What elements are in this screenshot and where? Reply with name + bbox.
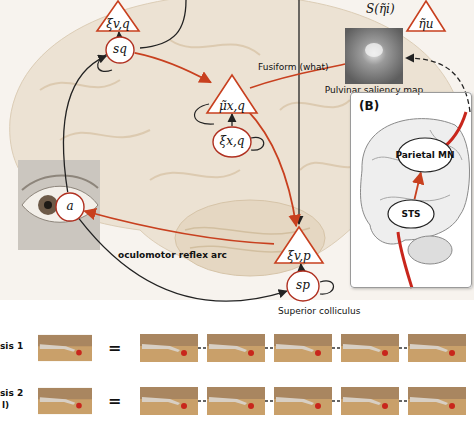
connector bbox=[231, 114, 232, 126]
expectation-triangle: μ̃x,q bbox=[206, 74, 258, 114]
node-text: ξv,p bbox=[287, 249, 310, 263]
edge-label: oculomotor reflex arc bbox=[118, 250, 227, 260]
tri-path bbox=[207, 75, 257, 113]
tri-path bbox=[97, 1, 139, 31]
math-label: S(η̃i) bbox=[366, 2, 395, 16]
connector bbox=[85, 211, 275, 244]
node-text: Pulvinar saliency map bbox=[325, 85, 424, 95]
action-circle: a bbox=[55, 192, 85, 222]
node-text: η̃u bbox=[419, 17, 434, 31]
circle-path bbox=[106, 37, 134, 63]
node-text: μ̃x,q bbox=[219, 99, 245, 113]
state-circle: sp bbox=[286, 270, 320, 302]
tri-path bbox=[275, 227, 323, 263]
brain-region-ellipse: STS bbox=[387, 199, 435, 229]
state-circle: sq bbox=[105, 36, 135, 64]
row-label: sis 1 bbox=[0, 341, 23, 351]
circle-path bbox=[213, 127, 251, 157]
circle-path bbox=[56, 193, 84, 221]
tri-path bbox=[407, 1, 445, 31]
node-text: ξx,q bbox=[220, 134, 245, 148]
node-text: sq bbox=[113, 42, 127, 56]
node-text: (B) bbox=[359, 99, 379, 113]
error-circle: ξx,q bbox=[212, 126, 252, 158]
connector bbox=[63, 56, 106, 192]
row-label: sis 2 bbox=[0, 388, 23, 398]
node-text: STS bbox=[401, 209, 420, 219]
region-label: Superior colliculus bbox=[278, 306, 360, 316]
connector bbox=[79, 219, 287, 301]
row-label: l) bbox=[2, 400, 9, 410]
node-text: sp bbox=[296, 278, 310, 292]
connector bbox=[415, 173, 421, 199]
connector bbox=[300, 264, 302, 270]
node-text: a bbox=[66, 199, 73, 213]
brain-region-ellipse: Parietal MN bbox=[397, 137, 453, 173]
connector bbox=[135, 53, 211, 83]
prediction-error-triangle: ξv,q bbox=[96, 0, 140, 32]
equals-sign: = bbox=[108, 338, 121, 357]
prediction-error-triangle: ξv,p bbox=[274, 226, 324, 264]
ellipse-path bbox=[388, 200, 434, 228]
connector bbox=[247, 110, 296, 226]
node-text: Parietal MN bbox=[395, 150, 454, 160]
inset-panel: (B) Parietal MN STS bbox=[350, 92, 472, 288]
node-text: ξv,q bbox=[106, 17, 129, 31]
equals-sign: = bbox=[108, 391, 121, 410]
region-label: Fusiform (what) bbox=[258, 62, 329, 72]
expectation-triangle: η̃u bbox=[406, 0, 446, 32]
circle-path bbox=[287, 271, 319, 301]
saliency-map: Pulvinar saliency map bbox=[345, 28, 403, 84]
connector bbox=[118, 32, 120, 36]
